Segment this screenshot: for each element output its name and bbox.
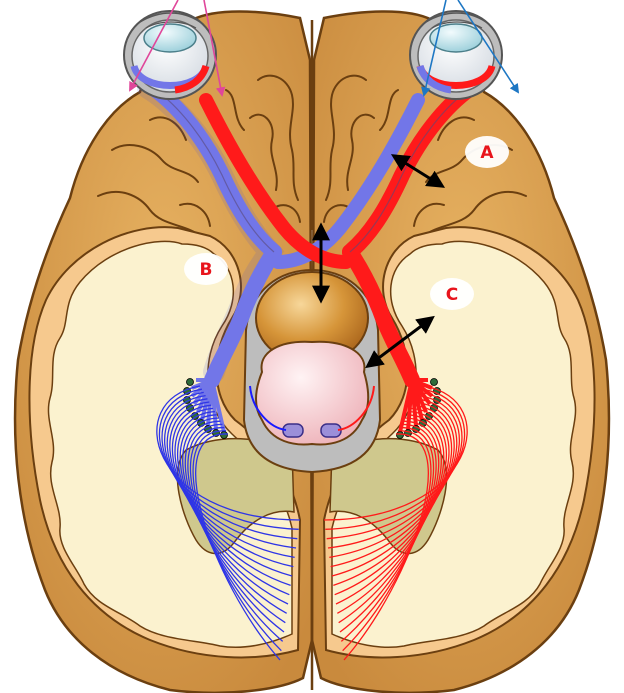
left-nucleus (283, 424, 303, 437)
label-b: B (184, 253, 228, 285)
label-c: C (430, 278, 474, 310)
right-nucleus (321, 424, 341, 437)
label-a: A (465, 136, 509, 168)
label-c-text: C (446, 285, 458, 305)
left-eye (124, 11, 216, 99)
pons (256, 342, 368, 445)
label-a-text: A (480, 143, 494, 163)
label-b-text: B (200, 260, 213, 280)
right-eye (410, 11, 502, 99)
